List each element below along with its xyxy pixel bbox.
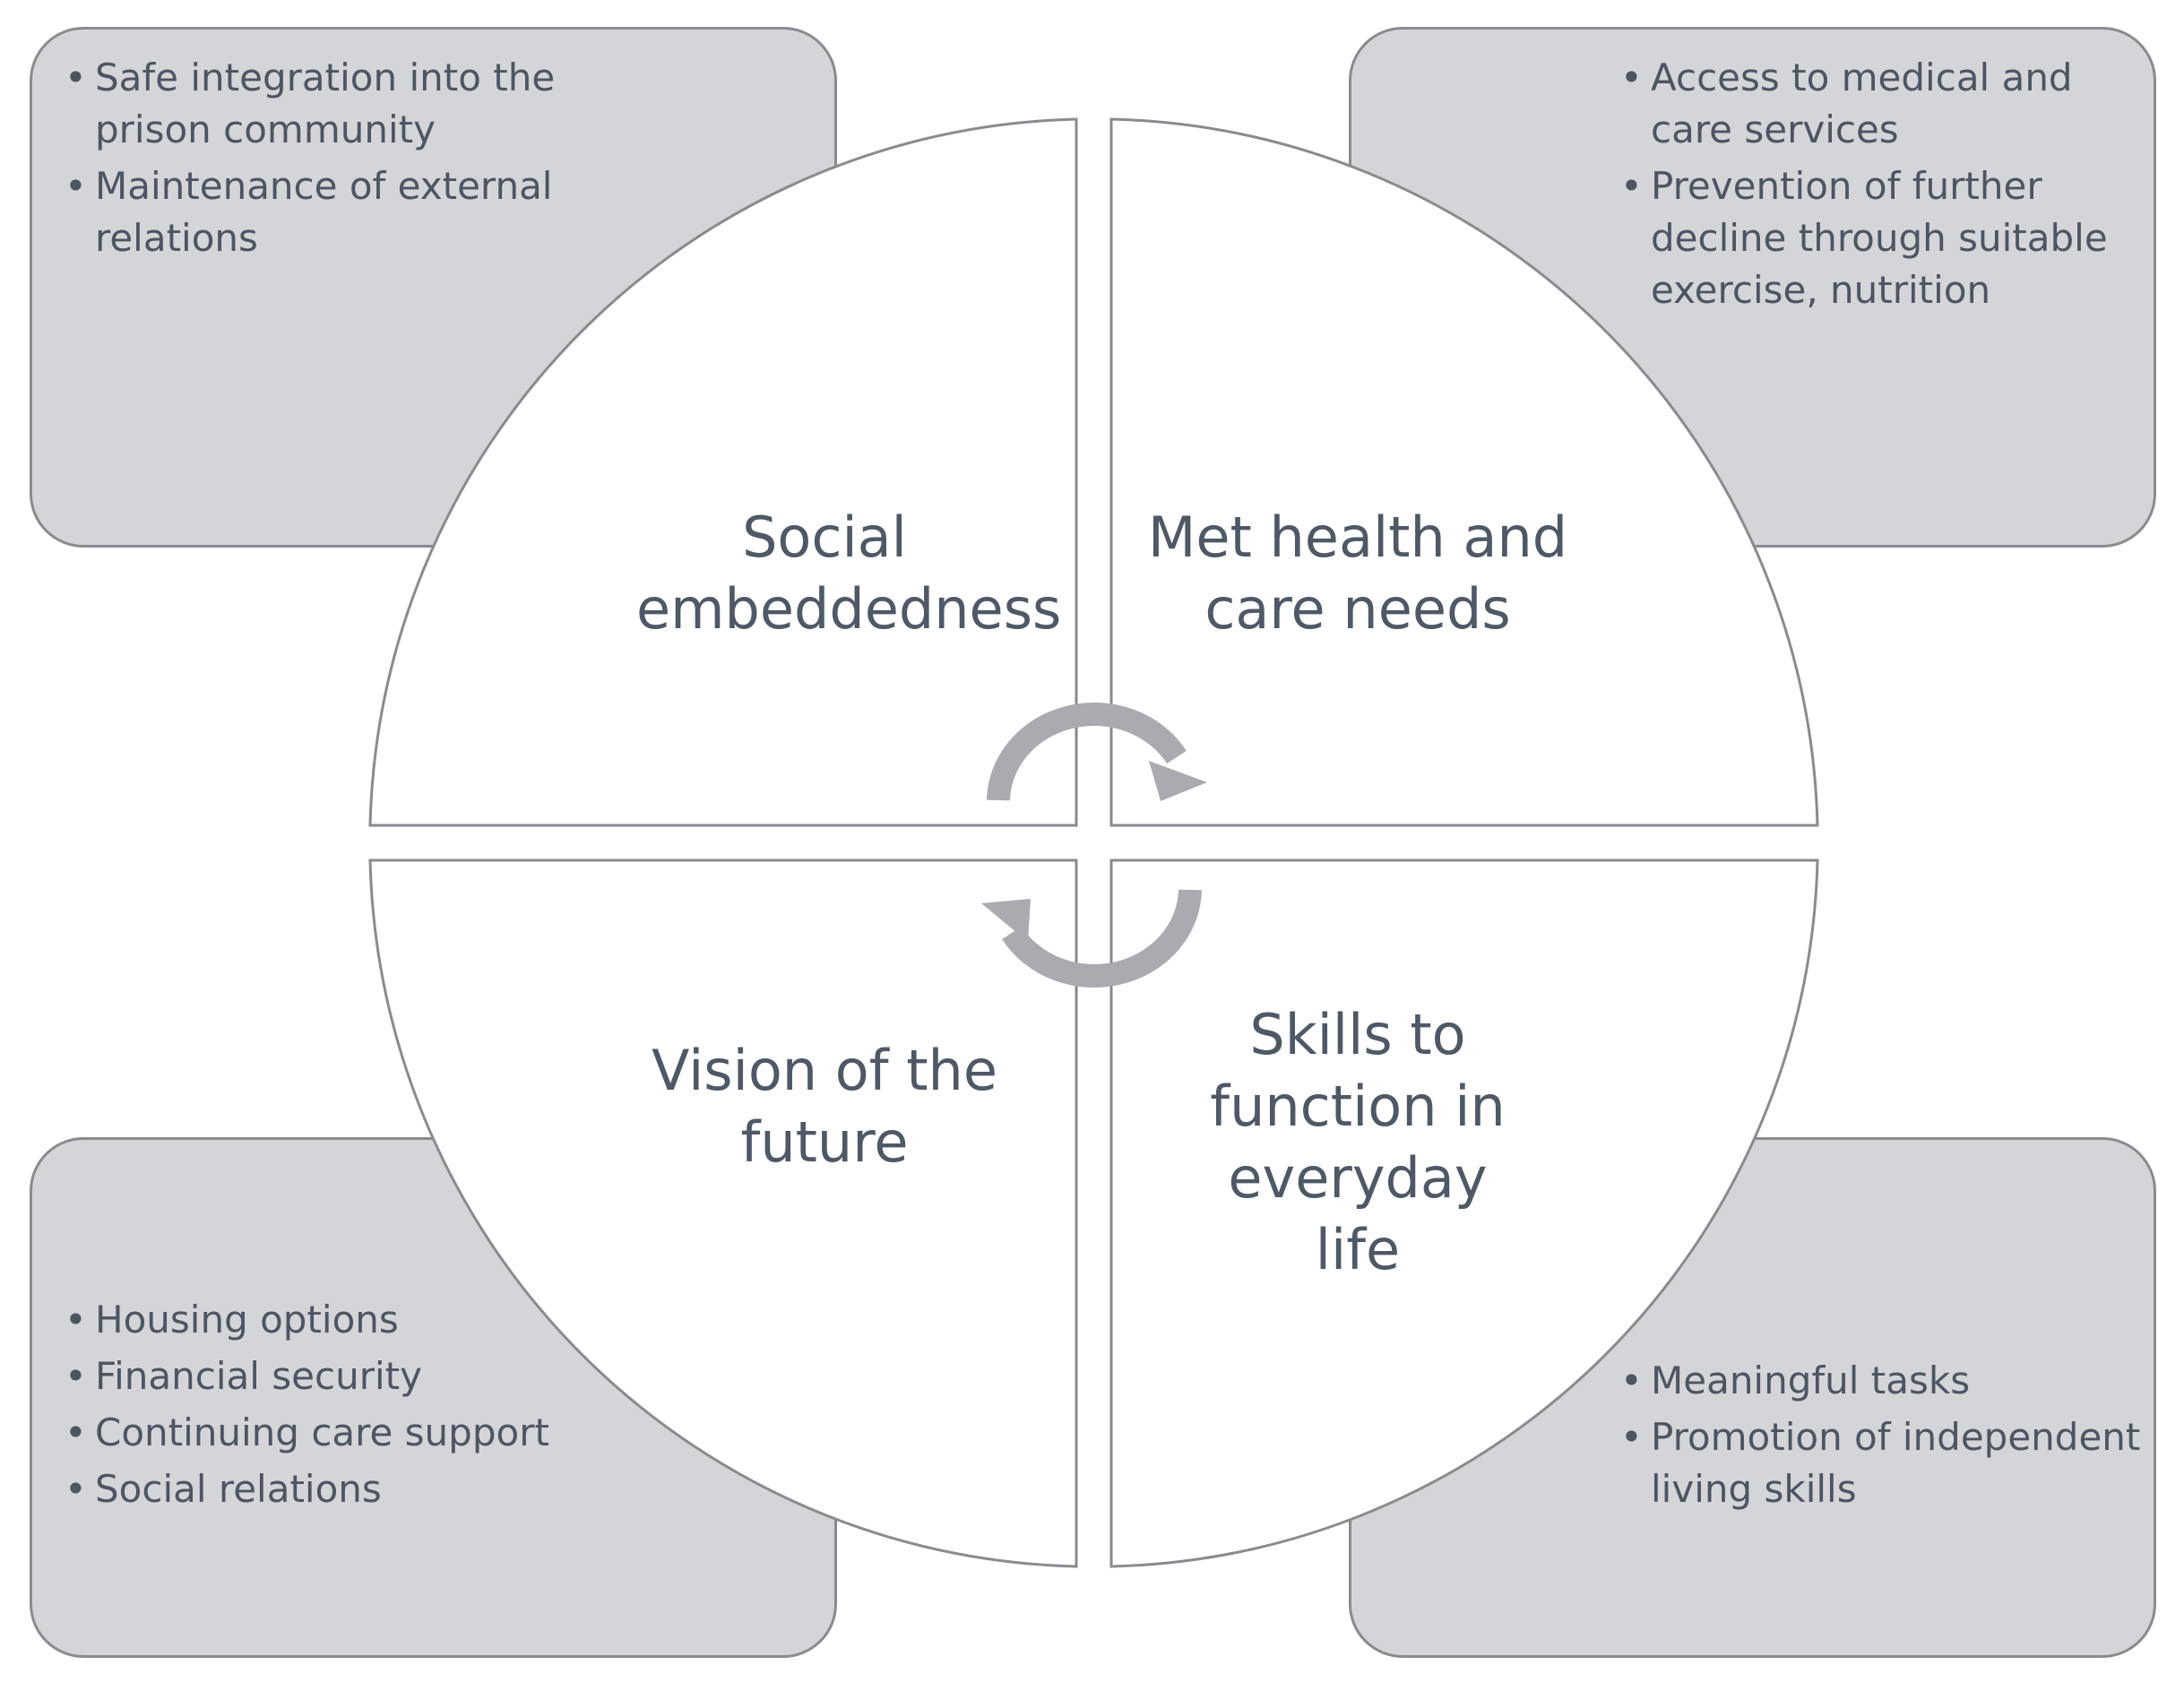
quadrant-label-social: Social embeddedness	[636, 505, 1062, 642]
list-item: Social relations	[65, 1463, 602, 1515]
list-item: Continuing care support	[65, 1407, 602, 1459]
arrowhead-top-icon	[1149, 761, 1207, 801]
quadrant-label-vision: Vision of the future	[652, 1038, 997, 1175]
bullet-list-bottom-right: Meaningful tasks Promotion of independen…	[1620, 1355, 2149, 1520]
cycle-arrow-top	[987, 703, 1187, 801]
list-item: Meaningful tasks	[1620, 1355, 2149, 1407]
cycle-arrows	[987, 703, 1202, 988]
cycle-arrow-bottom	[1002, 889, 1202, 988]
list-item: Promotion of independent living skills	[1620, 1411, 2149, 1515]
list-item: Maintenance of external relations	[65, 160, 593, 264]
bullet-list-top-left: Safe integration into the prison communi…	[65, 52, 593, 269]
quadrant-health	[1109, 117, 1819, 827]
quadrant-label-skills: Skills to function in everyday life	[1210, 1002, 1506, 1282]
bullet-list-top-right: Access to medical and care services Prev…	[1620, 52, 2149, 321]
quadrant-skills	[1109, 858, 1819, 1568]
quadrant-label-health: Met health and care needs	[1147, 505, 1568, 642]
bullet-list-bottom-left: Housing options Financial security Conti…	[65, 1294, 602, 1520]
arrowhead-bottom-icon	[981, 899, 1031, 942]
list-item: Access to medical and care services	[1620, 52, 2149, 156]
list-item: Safe integration into the prison communi…	[65, 52, 593, 156]
quadrant-social	[368, 117, 1078, 827]
list-item: Housing options	[65, 1294, 602, 1346]
list-item: Financial security	[65, 1350, 602, 1402]
list-item: Prevention of further decline through su…	[1620, 160, 2149, 316]
